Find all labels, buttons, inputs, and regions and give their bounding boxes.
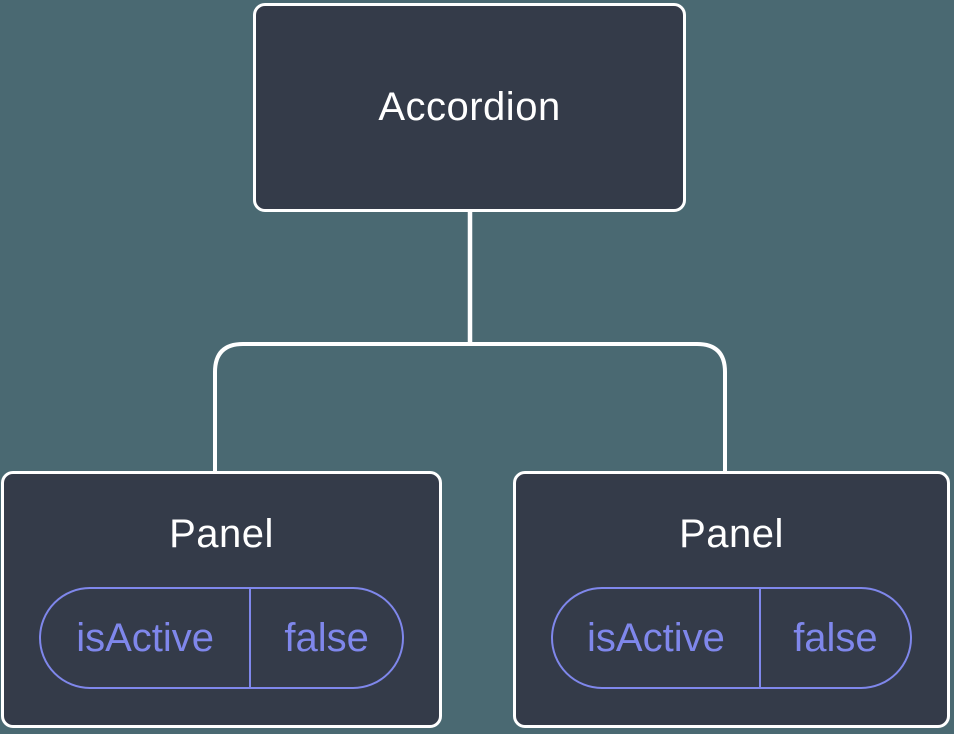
node-accordion: Accordion xyxy=(253,3,686,212)
connector-bracket xyxy=(213,342,727,472)
prop-value: false xyxy=(793,615,878,660)
panel-left-label: Panel xyxy=(169,512,274,556)
node-panel-left: Panel isActive false xyxy=(1,471,442,728)
prop-name: isActive xyxy=(41,589,252,687)
prop-name: isActive xyxy=(553,589,761,687)
prop-value: false xyxy=(284,615,369,660)
panel-right-label: Panel xyxy=(679,512,784,556)
node-panel-right: Panel isActive false xyxy=(513,471,950,728)
accordion-label: Accordion xyxy=(378,85,561,129)
panel-left-state-pill: isActive false xyxy=(39,587,404,689)
panel-right-state-pill: isActive false xyxy=(551,587,912,689)
